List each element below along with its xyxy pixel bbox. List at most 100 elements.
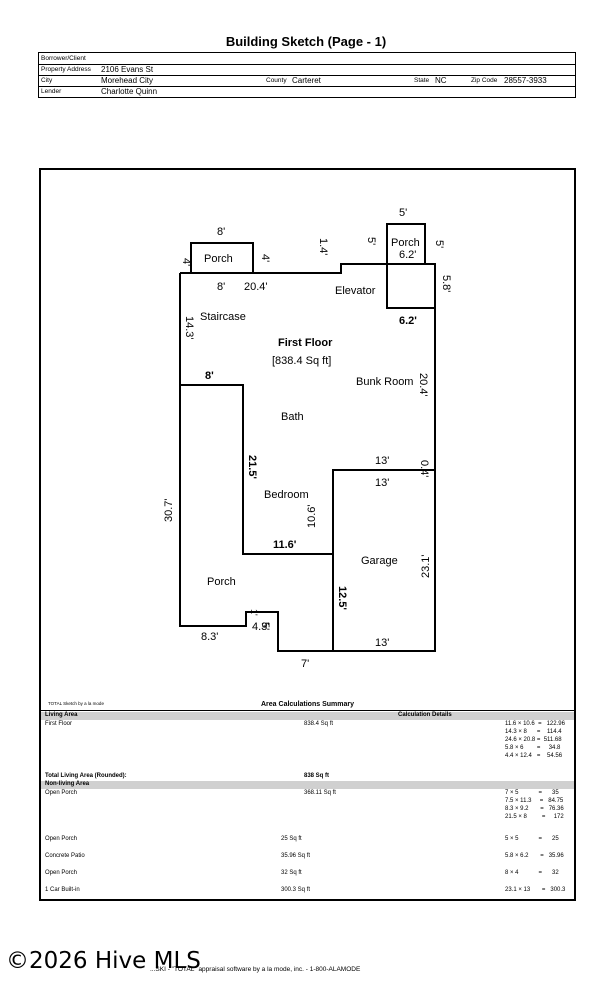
item-area: 368.11 Sq ft (304, 790, 336, 796)
software-credit: ...SKI - "TOTAL" appraisal software by a… (150, 966, 361, 973)
dim-23-1: 23.1' (420, 554, 432, 578)
dim-13-bottom: 13' (375, 637, 389, 649)
item-area: 300.3 Sq ft (281, 887, 311, 893)
sketch-frame: Porch Porch Elevator Staircase First Flo… (39, 168, 576, 901)
calc-line: 7.5 × 11.3 = 84.75 (505, 798, 564, 804)
item-area: 25 Sq ft (281, 836, 302, 842)
dim-5-8: 5.8' (440, 275, 452, 292)
sketch-credit: TOTAL Sketch by a la mode (48, 701, 104, 706)
dim-21-5: 21.5' (246, 455, 258, 479)
state-label: State (414, 77, 430, 84)
non-living-header: Non-living Area (45, 781, 90, 787)
calc-line: 23.1 × 13 = 300.3 (505, 887, 566, 893)
dim-4-left: 4' (180, 258, 192, 266)
dim-5-small: 5' (259, 622, 271, 630)
calc-line: 8.3 × 9.2 = 76.36 (505, 806, 564, 812)
lender-row: Lender Charlotte Quinn (39, 86, 575, 97)
dim-4-3: 4.3' (252, 621, 269, 633)
living-area-header-row: Living Area Calculation Details (41, 712, 574, 720)
room-porch-bottom: Porch (207, 576, 236, 588)
borrower-label: Borrower/Client (41, 55, 86, 62)
calc-line: 11.6 × 10.6 = 122.96 (505, 721, 565, 727)
room-bedroom: Bedroom (264, 489, 309, 501)
dim-5-right: 5' (433, 240, 445, 248)
room-bunk-room: Bunk Room (356, 376, 413, 388)
inner-wall-staircase (180, 384, 333, 555)
summary-divider (41, 710, 574, 711)
mls-watermark: ©2026 Hive MLS (6, 948, 201, 974)
dim-4-right: 4' (259, 254, 271, 262)
dim-5-left: 5' (365, 237, 377, 245)
borrower-row: Borrower/Client (39, 53, 575, 65)
page-title: Building Sketch (Page - 1) (225, 34, 387, 49)
item-label: 1 Car Built-in (45, 887, 80, 893)
address-row: Property Address 2106 Evans St (39, 64, 575, 76)
calc-line: 5 × 5 = 25 (505, 836, 559, 842)
dim-0-4: 0.4' (418, 460, 430, 477)
lender-label: Lender (41, 88, 62, 95)
calc-line: 14.3 × 8 = 114.4 (505, 729, 562, 735)
dim-30-7: 30.7' (163, 498, 175, 522)
dim-1-4: 1.4' (317, 238, 329, 255)
floor-plan: Porch Porch Elevator Staircase First Flo… (163, 207, 452, 670)
living-area-header: Living Area (45, 712, 78, 718)
item-area: 35.96 Sq ft (281, 853, 311, 859)
room-first-floor: First Floor (278, 337, 333, 349)
calc-line: 24.6 × 20.8 = 511.68 (505, 737, 562, 743)
dim-13-top: 13' (375, 455, 389, 467)
room-porch-top: Porch (204, 253, 233, 265)
calc-details-header: Calculation Details (398, 712, 452, 718)
property-header-table: Borrower/Client Property Address 2106 Ev… (38, 52, 576, 98)
lender-value: Charlotte Quinn (101, 87, 158, 96)
garage-outline (332, 469, 435, 651)
dim-8-bottom: 8' (217, 281, 225, 293)
room-staircase: Staircase (200, 311, 246, 323)
first-floor-area: 838.4 Sq ft (304, 721, 334, 727)
room-porch-right: Porch (391, 237, 420, 249)
state-value: NC (435, 76, 447, 85)
item-label: Open Porch (45, 790, 78, 796)
total-living-value: 838 Sq ft (304, 773, 330, 779)
non-living-header-row: Non-living Area (41, 781, 574, 789)
dim-6-2-porch: 6.2' (399, 249, 416, 261)
zip-label: Zip Code (471, 77, 498, 84)
city-value: Morehead City (101, 76, 154, 85)
room-garage: Garage (361, 555, 398, 567)
dim-12-5: 12.5' (336, 586, 348, 610)
item-area: 32 Sq ft (281, 870, 302, 876)
item-label: Concrete Patio (45, 853, 85, 859)
address-label: Property Address (41, 66, 91, 73)
dim-20-4: 20.4' (244, 281, 268, 293)
dim-6-2-elevator: 6.2' (399, 315, 417, 327)
county-label: County (266, 77, 287, 84)
elevator-outline (387, 263, 436, 308)
dim-11-6: 11.6' (273, 539, 297, 551)
dim-8-top: 8' (217, 226, 225, 238)
dim-14-3: 14.3' (183, 316, 195, 340)
dim-13-mid: 13' (375, 477, 389, 489)
county-value: Carteret (292, 76, 321, 85)
room-bath: Bath (281, 411, 304, 423)
city-row: City Morehead City County Carteret State… (39, 75, 575, 87)
city-label: City (41, 77, 53, 84)
dim-20-4-right: 20.4' (417, 373, 429, 397)
calc-line: 8 × 4 = 32 (505, 870, 559, 876)
dim-10-6: 10.6' (306, 504, 318, 528)
summary-title: Area Calculations Summary (261, 701, 354, 708)
calc-line: 21.5 × 8 = 172 (505, 814, 564, 820)
floor-outline (179, 263, 436, 652)
dim-1-small: 1' (249, 609, 259, 616)
calc-line: 4.4 × 12.4 = 54.56 (505, 753, 563, 759)
dim-5-top: 5' (399, 207, 407, 219)
porch-top-outline (190, 242, 254, 274)
calc-line: 5.8 × 6.2 = 35.96 (505, 853, 564, 859)
dim-8-3: 8.3' (201, 631, 218, 643)
room-elevator: Elevator (335, 285, 376, 297)
item-label: Open Porch (45, 836, 78, 842)
zip-value: 28557-3933 (504, 76, 547, 85)
calc-line: 5.8 × 6 = 34.8 (505, 745, 561, 751)
dim-8-mid: 8' (205, 370, 214, 382)
dim-7: 7' (301, 658, 309, 670)
item-label: Open Porch (45, 870, 78, 876)
calc-line: 7 × 5 = 35 (505, 790, 559, 796)
